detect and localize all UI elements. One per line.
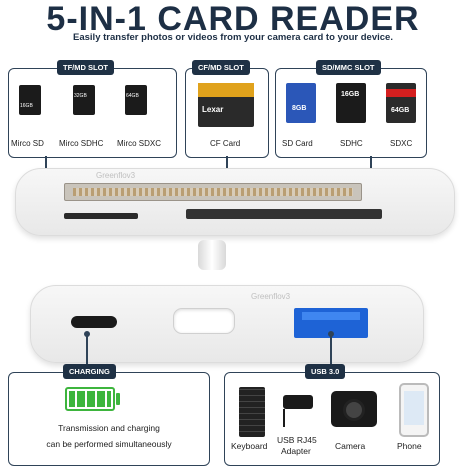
micro-sd-label: Mirco SD <box>11 139 44 148</box>
sdxc-card-stripe <box>386 89 416 97</box>
camera-label: Camera <box>335 441 366 451</box>
charging-text-2: can be performed simultaneously <box>46 439 172 449</box>
cf-slot-pins <box>73 188 353 196</box>
cf-slot-panel: CF/MD SLOT Lexar CF Card <box>185 60 269 158</box>
charging-panel: CHARGING Transmission and charging can b… <box>8 364 210 466</box>
rj45-label: USB RJ45 <box>277 435 317 445</box>
tf-slot <box>64 213 138 219</box>
sd-card-label: SD Card <box>282 139 313 148</box>
cf-card-label: CF Card <box>210 139 241 148</box>
sdxc-card: 64GB <box>386 83 416 123</box>
lightning-connector <box>198 240 226 270</box>
cf-card-band <box>198 83 254 97</box>
usb-tag: USB 3.0 <box>305 364 346 379</box>
charging-text-1: Transmission and charging <box>58 423 160 433</box>
keyboard-label: Keyboard <box>231 441 268 451</box>
cf-card-text: Lexar <box>202 105 224 114</box>
sd-card: 8GB <box>286 83 316 123</box>
micro-sdxc-card-text: 64GB <box>126 93 139 99</box>
micro-sd-card: 16GB <box>19 85 41 115</box>
sd-card-text: 8GB <box>292 105 307 112</box>
sd-slot <box>186 209 382 219</box>
micro-sdhc-card-text: 32GB <box>74 93 87 99</box>
usb-connector-line <box>330 334 332 364</box>
rj45-adapter-icon <box>283 395 313 409</box>
battery-icon <box>65 387 115 411</box>
battery-tip <box>116 393 120 405</box>
sd-slot-panel: SD/MMC SLOT 8GB 16GB 64GB SD Card SDHC S… <box>275 60 427 158</box>
camera-icon <box>331 391 377 427</box>
phone-icon <box>399 383 429 437</box>
sdxc-label: SDXC <box>390 139 413 148</box>
micro-sd-card-text: 16GB <box>20 103 33 109</box>
charging-connector-line <box>86 334 88 364</box>
rj45-label-2: Adapter <box>281 446 311 456</box>
cf-card: Lexar <box>198 83 254 127</box>
cf-slot <box>64 183 362 201</box>
watermark-bottom: Greenflov3 <box>251 292 291 301</box>
charging-tag: CHARGING <box>63 364 116 379</box>
usb-connector-dot <box>328 331 334 337</box>
sdxc-card-text: 64GB <box>391 107 410 114</box>
micro-sdxc-label: Mirco SDXC <box>117 139 162 148</box>
usb-a-tongue <box>302 312 360 320</box>
sdhc-card: 16GB <box>336 83 366 123</box>
card-reader-top: Greenflov3 <box>15 168 455 236</box>
phone-screen-icon <box>404 391 424 425</box>
sdhc-card-text: 16GB <box>341 91 360 98</box>
phone-label: Phone <box>397 441 422 451</box>
rj45-cable-icon <box>283 409 285 427</box>
lightning-port <box>173 308 235 334</box>
keyboard-icon <box>239 387 265 437</box>
cf-slot-tag: CF/MD SLOT <box>192 60 250 75</box>
page-subtitle: Easily transfer photos or videos from yo… <box>73 32 393 43</box>
usb-c-charging-port <box>71 316 117 328</box>
camera-lens-icon <box>343 399 365 421</box>
tf-slot-tag: TF/MD SLOT <box>57 60 114 75</box>
micro-sdhc-card: 32GB <box>73 85 95 115</box>
usb-panel: USB 3.0 Keyboard USB RJ45 Adapter Camera… <box>224 364 440 466</box>
card-reader-bottom: Greenflov3 <box>30 285 424 363</box>
micro-sdhc-label: Mirco SDHC <box>59 139 104 148</box>
watermark-top: Greenflov3 <box>96 171 136 180</box>
sdhc-label: SDHC <box>340 139 363 148</box>
tf-slot-panel: TF/MD SLOT 16GB 32GB 64GB Mirco SD Mirco… <box>8 60 177 158</box>
charging-connector-dot <box>84 331 90 337</box>
micro-sdxc-card: 64GB <box>125 85 147 115</box>
page-title: 5-IN-1 CARD READER <box>46 0 420 38</box>
sd-slot-tag: SD/MMC SLOT <box>316 60 381 75</box>
